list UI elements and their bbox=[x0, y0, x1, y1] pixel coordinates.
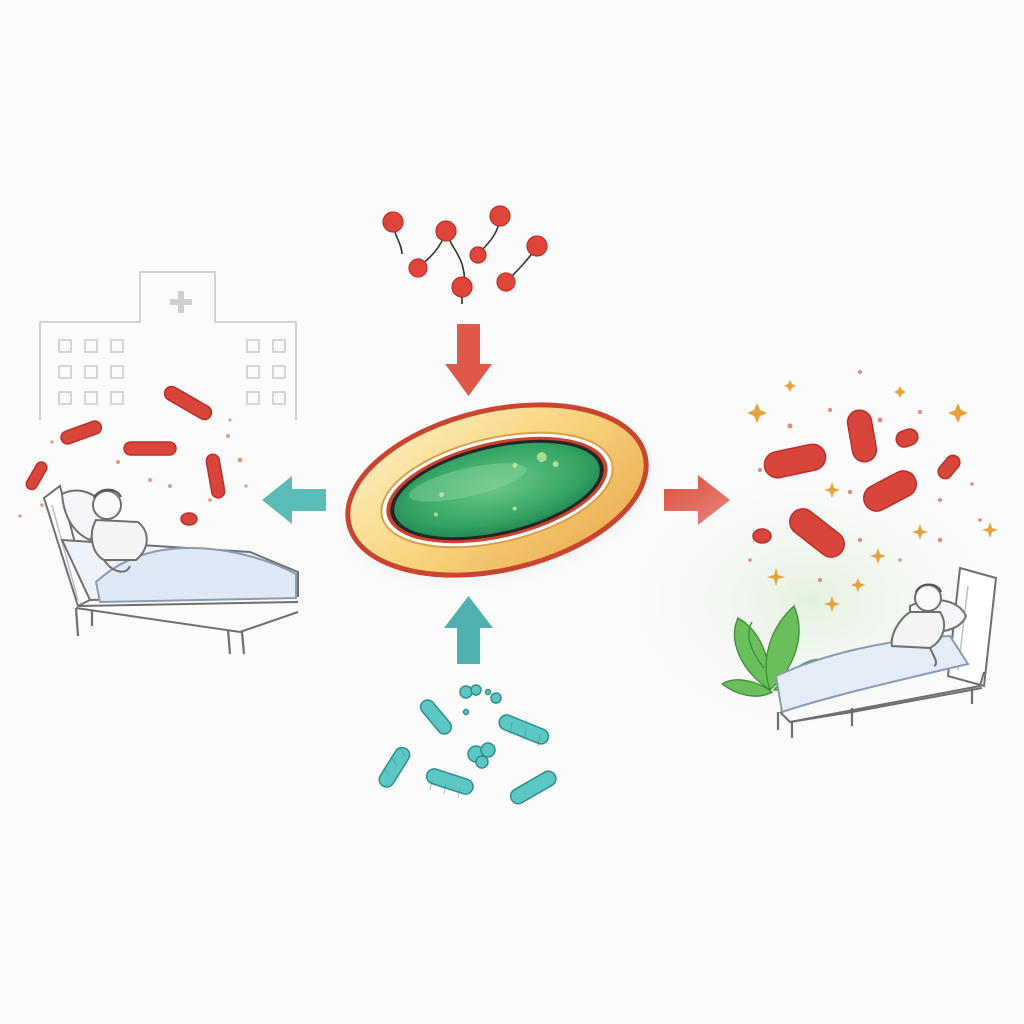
bacterial-cell-icon bbox=[345, 402, 649, 580]
red-dots-right bbox=[748, 370, 982, 582]
red-dots-left bbox=[18, 418, 248, 518]
sparkle-icon bbox=[747, 380, 998, 612]
patient-in-bed-recovering-icon bbox=[774, 566, 998, 738]
arrow-up-teal-icon bbox=[444, 596, 493, 664]
hospital-building-icon bbox=[39, 271, 297, 420]
red-bacteria-cluster-icon-right bbox=[752, 409, 961, 558]
red-bacteria-cluster-icon-left bbox=[25, 385, 226, 526]
molecule-chain-icon bbox=[382, 205, 548, 304]
teal-bacteria-segments bbox=[383, 721, 541, 799]
patient-in-bed-sick-icon bbox=[42, 484, 299, 655]
arrow-left-teal-icon bbox=[262, 476, 326, 524]
arrow-down-red-icon bbox=[445, 324, 492, 396]
teal-bacteria-cluster-icon bbox=[378, 684, 557, 805]
